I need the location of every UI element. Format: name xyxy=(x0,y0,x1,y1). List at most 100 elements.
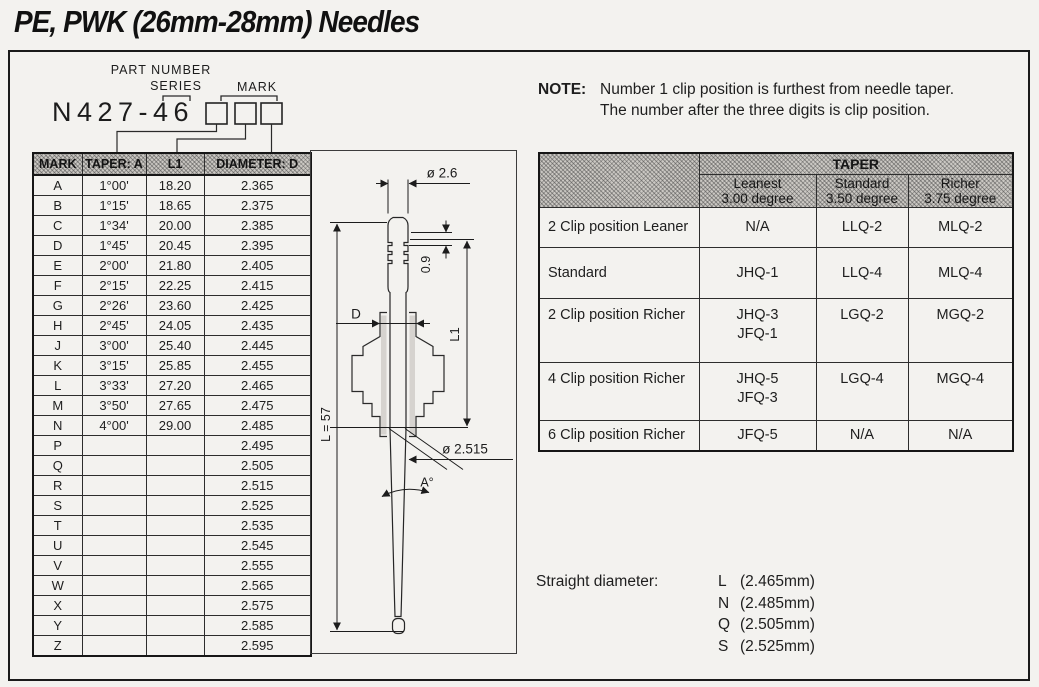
table-row: Q 2.505 xyxy=(32,455,312,476)
cell: 2.505 xyxy=(203,455,312,476)
cell: MLQ-4 xyxy=(907,247,1014,299)
list-item: N(2.485mm) xyxy=(718,593,815,615)
cell: 1°15' xyxy=(81,195,147,216)
diameter-letter: Q xyxy=(718,616,731,633)
diameter-value: (2.485mm) xyxy=(740,594,815,612)
cell: 2.395 xyxy=(203,235,312,256)
cell: 2.415 xyxy=(203,275,312,296)
col-header-leanest: Leanest 3.00 degree xyxy=(698,174,817,208)
cell: MGQ-2 xyxy=(907,298,1014,363)
diameter-value: (2.525mm) xyxy=(740,637,815,655)
series-bracket xyxy=(162,95,191,101)
cell: L xyxy=(32,375,83,396)
col-header-diameter: DIAMETER: D xyxy=(203,152,312,176)
cell: 2.435 xyxy=(203,315,312,336)
cell: R xyxy=(32,475,83,496)
needle-drawing-box: ø 2.6 0.9 L1 D L = 57 ø 2.515 A° xyxy=(310,150,517,654)
cell xyxy=(81,535,147,556)
dim-top-diameter-label: ø 2.6 xyxy=(427,166,458,181)
leanest-line1: Leanest xyxy=(733,176,782,191)
cell: T xyxy=(32,515,83,536)
connector-line-1 xyxy=(116,124,218,152)
part-number-diagram: PART NUMBER SERIES MARK N427-46 xyxy=(52,63,283,152)
cell xyxy=(81,635,147,657)
cell: E xyxy=(32,255,83,276)
cell: P xyxy=(32,435,83,456)
cell xyxy=(81,615,147,636)
cell xyxy=(81,515,147,536)
cell: Z xyxy=(32,635,83,657)
row-label: 2 Clip position Leaner xyxy=(538,207,700,248)
cell: 2.365 xyxy=(203,174,312,196)
cell: LGQ-4 xyxy=(815,362,909,421)
dim-taper-diameter-label: ø 2.515 xyxy=(442,442,488,457)
note-line-2: The number after the three digits is cli… xyxy=(600,102,930,119)
cell xyxy=(81,435,147,456)
cell: 2.565 xyxy=(203,575,312,596)
cell: 2°00' xyxy=(81,255,147,276)
cell: 2.515 xyxy=(203,475,312,496)
cell: V xyxy=(32,555,83,576)
mark-box-1 xyxy=(205,102,228,125)
dim-groove-pitch-label: 0.9 xyxy=(419,256,433,273)
cell xyxy=(145,635,205,657)
cell: G xyxy=(32,295,83,316)
cell: LLQ-4 xyxy=(815,247,909,299)
richer-line1: Richer xyxy=(940,176,980,191)
part-number-label: PART NUMBER xyxy=(111,63,212,77)
diameter-value: (2.505mm) xyxy=(740,616,815,633)
cell xyxy=(145,535,205,556)
needle-tip-nub xyxy=(391,617,406,635)
cell: 20.45 xyxy=(145,235,205,256)
cell: N/A xyxy=(907,420,1014,452)
cell: 27.20 xyxy=(145,375,205,396)
cell: 25.85 xyxy=(145,355,205,376)
cell xyxy=(145,455,205,476)
cell xyxy=(81,555,147,576)
col-header-taper: TAPER: A xyxy=(81,152,147,176)
standard-line2: 3.50 degree xyxy=(825,191,899,206)
cell: 20.00 xyxy=(145,215,205,236)
col-header-standard: Standard 3.50 degree xyxy=(815,174,909,208)
cell: F xyxy=(32,275,83,296)
cell xyxy=(81,595,147,616)
cell xyxy=(145,515,205,536)
cell: 2.495 xyxy=(203,435,312,456)
cell: S xyxy=(32,495,83,516)
needle-holder-section xyxy=(351,311,445,438)
taper-table: TAPER Leanest 3.00 degree Standard 3.50 … xyxy=(538,152,1015,452)
diameter-letter: S xyxy=(718,637,729,655)
part-number-code: N427-46 xyxy=(52,97,194,127)
needle-drawing: ø 2.6 0.9 L1 D L = 57 ø 2.515 A° xyxy=(319,166,514,635)
page-title: PE, PWK (26mm-28mm) Needles xyxy=(14,4,420,39)
dim-angle-label: A° xyxy=(420,476,433,490)
cell: Q xyxy=(32,455,83,476)
cell xyxy=(81,495,147,516)
cell: B xyxy=(32,195,83,216)
note-block: NOTE: Number 1 clip position is furthest… xyxy=(538,79,1020,121)
cell: 2.475 xyxy=(203,395,312,416)
cell: 2.425 xyxy=(203,295,312,316)
straight-diameter-list: L(2.465mm)N(2.485mm)Q(2.505mm)S(2.525mm) xyxy=(718,571,815,657)
list-item: S (2.525mm) xyxy=(718,636,815,658)
cell: W xyxy=(32,575,83,596)
cell: 3°00' xyxy=(81,335,147,356)
cell: N xyxy=(32,415,83,436)
dimension-lines xyxy=(330,179,514,632)
